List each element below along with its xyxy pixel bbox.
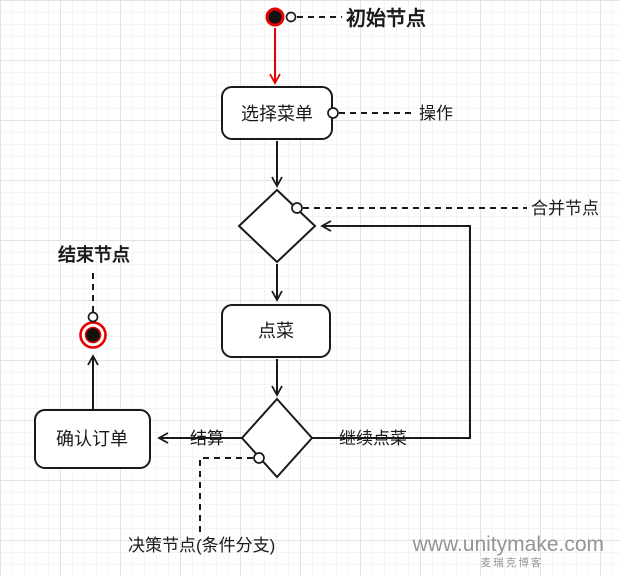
watermark-site-text: www.unitymake.com — [412, 533, 604, 556]
edge-decision-loop-to-merge — [312, 220, 471, 439]
port-merge — [291, 202, 303, 214]
merge-node-annotation: 合并节点 — [531, 199, 599, 218]
decision-node-annotation: 决策节点(条件分支) — [128, 536, 275, 555]
continue-order-edge-label: 继续点菜 — [339, 429, 407, 448]
activity-confirm-order — [34, 409, 151, 469]
end-node-inner — [84, 326, 102, 344]
end-node-label: 结束节点 — [58, 244, 130, 265]
port-decision — [253, 452, 265, 464]
port-initial — [285, 11, 297, 23]
decision-diamond — [240, 397, 314, 479]
operation-annotation: 操作 — [419, 104, 453, 123]
select-menu-label: 选择菜单 — [241, 104, 313, 124]
activity-order-dish — [221, 304, 331, 358]
port-select-menu — [327, 107, 339, 119]
initial-node-label: 初始节点 — [346, 6, 426, 30]
order-dish-label: 点菜 — [258, 321, 294, 341]
callout-line-decision — [199, 457, 253, 532]
merge-diamond — [237, 188, 317, 264]
watermark-brand-text: 麦瑞克博客 — [481, 556, 544, 569]
initial-node — [265, 7, 285, 27]
port-end — [87, 311, 99, 323]
checkout-edge-label: 结算 — [190, 429, 224, 448]
confirm-order-label: 确认订单 — [56, 429, 128, 449]
